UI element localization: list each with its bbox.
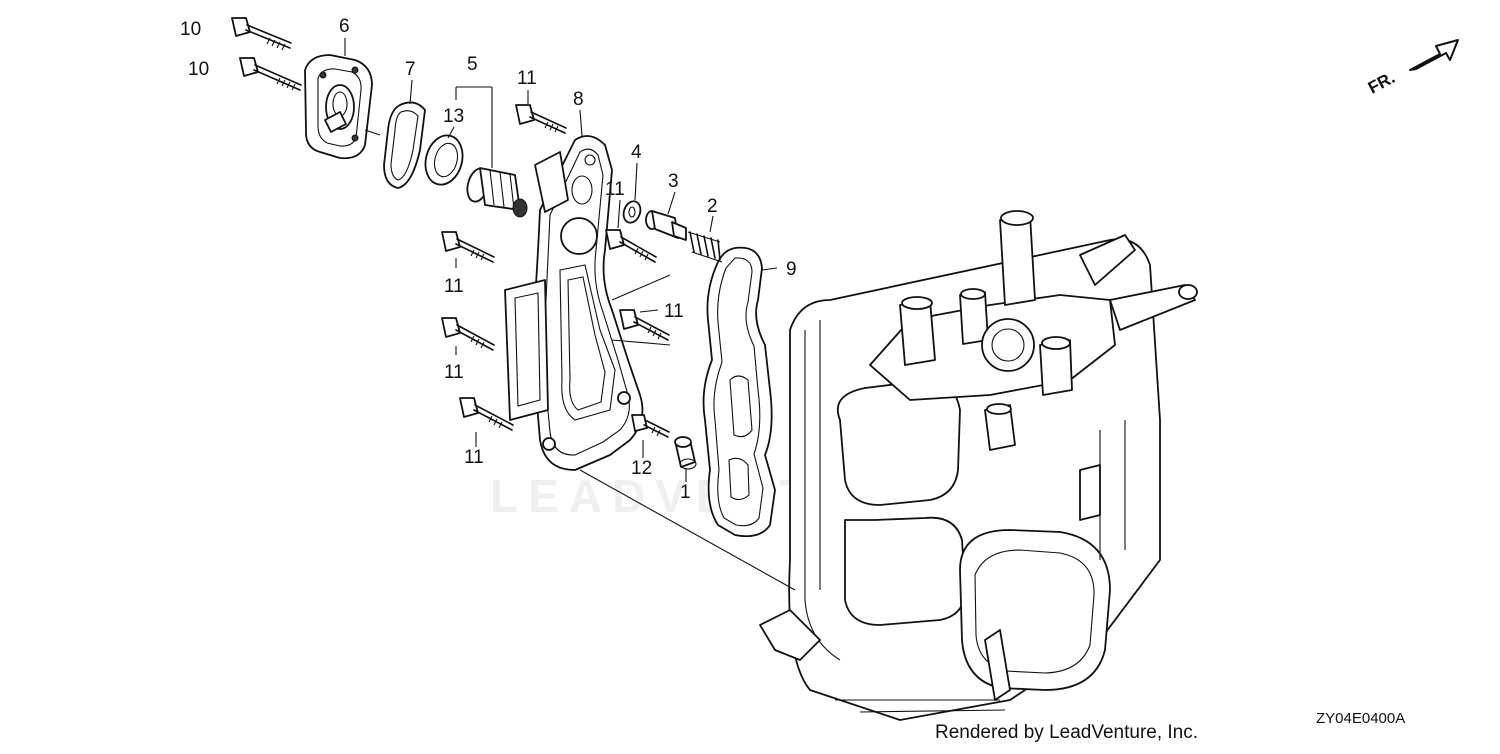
bolt-10a <box>231 17 292 51</box>
callout-11e: 11 <box>444 362 464 383</box>
callout-11b: 11 <box>605 179 625 200</box>
callout-4: 4 <box>631 142 642 163</box>
thermostat-housing-8 <box>504 135 644 471</box>
valve-3 <box>645 210 687 241</box>
callout-9: 9 <box>786 259 797 280</box>
washer-4 <box>622 200 642 224</box>
gasket-9 <box>702 246 776 538</box>
callout-13: 13 <box>443 106 464 127</box>
callout-10b: 10 <box>188 59 209 80</box>
callout-11c: 11 <box>444 276 464 297</box>
bolt-11d <box>619 309 670 341</box>
bolt-11b <box>605 229 657 263</box>
front-arrow-icon <box>1409 39 1459 71</box>
leader-lines <box>344 38 796 591</box>
front-label: FR. <box>1365 68 1398 98</box>
front-direction-indicator: FR. <box>1365 39 1459 98</box>
callout-11f: 11 <box>464 447 484 468</box>
callout-8: 8 <box>573 89 584 110</box>
callout-7: 7 <box>405 59 416 80</box>
bolt-11a <box>515 104 567 134</box>
callout-6: 6 <box>339 16 350 37</box>
callout-5: 5 <box>467 54 478 75</box>
bolt-12 <box>631 414 670 438</box>
callout-labels: 10 10 6 7 5 13 11 8 11 4 3 2 9 11 11 11 … <box>180 16 797 503</box>
callout-1: 1 <box>680 482 691 503</box>
cylinder-block <box>759 210 1198 721</box>
callout-11a: 11 <box>517 68 537 89</box>
thermostat-5 <box>466 167 528 218</box>
callout-11d: 11 <box>664 301 684 322</box>
callout-3: 3 <box>668 171 679 192</box>
callout-2: 2 <box>707 196 718 217</box>
thermostat-cover-6 <box>304 54 373 160</box>
bolt-11e <box>441 317 495 351</box>
collar-1 <box>674 436 697 470</box>
seal-13 <box>424 134 464 186</box>
callout-10a: 10 <box>180 19 201 40</box>
spring-2 <box>687 231 723 263</box>
bolt-11f <box>459 397 514 431</box>
o-ring-7 <box>383 101 426 189</box>
callout-12: 12 <box>631 458 652 479</box>
credit-text: Rendered by LeadVenture, Inc. <box>935 722 1198 743</box>
bolt-10b <box>239 57 302 91</box>
diagram-code: ZY04E0400A <box>1316 710 1405 727</box>
bolt-11c <box>441 231 495 263</box>
